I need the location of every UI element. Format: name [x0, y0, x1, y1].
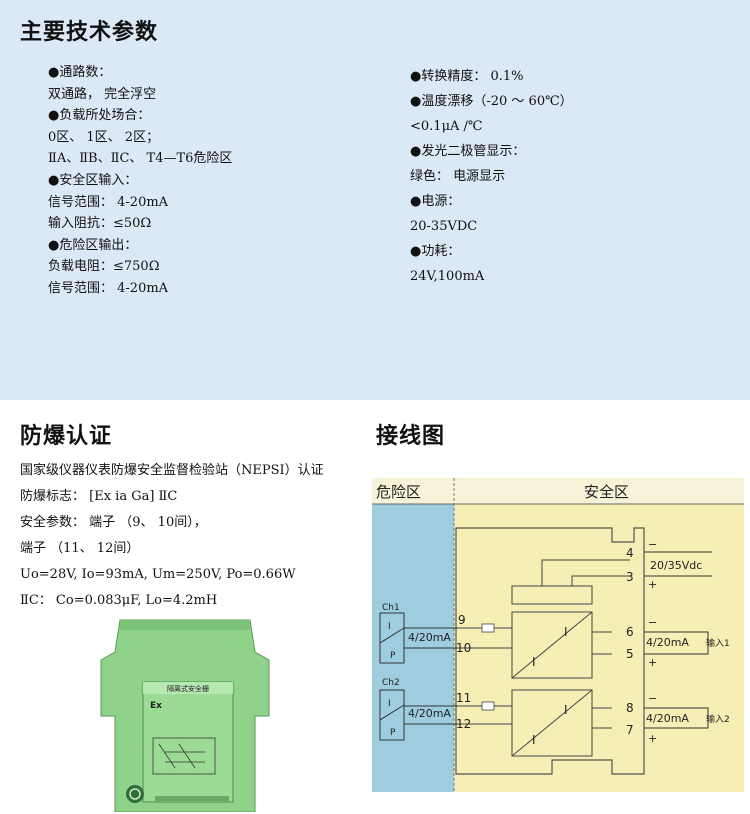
resistor-2 [481, 701, 495, 711]
spec-line: 20-35VDC [410, 219, 478, 234]
spec-line: ●功耗： [410, 244, 461, 259]
spec-line: ●温度漂移（-20 ～ 60℃） [410, 94, 573, 109]
hazard-zone-label: 危险区 [376, 483, 421, 501]
specs-section [0, 0, 750, 400]
spec-line: ●转换精度： 0.1% [410, 69, 524, 84]
input-2-plus: + [648, 732, 657, 745]
power-plus: + [648, 578, 657, 591]
terminal-6: 6 [626, 625, 634, 639]
specs-left-column: ●通路数： 双通路， 完全浮空 ●负载所处场合： 0区、 1区、 2区； ⅡA、… [48, 62, 232, 300]
block-1-i: I [564, 625, 568, 639]
input-1-plus: + [648, 656, 657, 669]
hazard-signal-2: 4/20mA [408, 707, 451, 720]
isolation-slash-1 [511, 611, 593, 679]
field-device-2-p: P [390, 728, 396, 738]
spec-line: ⅡA、ⅡB、ⅡC、 T4—T6危险区 [48, 151, 233, 167]
cert-line: Uo=28V, Io=93mA, Um=250V, Po=0.66W [20, 567, 296, 582]
hazard-signal-1: 4/20mA [408, 631, 451, 644]
spec-line: ●电源： [410, 194, 461, 209]
spec-line: 负载电阻：≤750Ω [48, 259, 160, 275]
field-device-1 [379, 612, 405, 664]
input-2-signal: 4/20mA [646, 712, 689, 725]
safe-zone-label: 安全区 [584, 483, 629, 501]
power-wires [541, 559, 630, 586]
terminal-7: 7 [626, 723, 634, 737]
input-1-wires [644, 631, 709, 655]
terminal-10: 10 [456, 641, 471, 655]
cert-line: 国家级仪器仪表防爆安全监督检验站（NEPSI）认证 [20, 463, 324, 478]
channel-1-label: Ch1 [382, 603, 400, 613]
input-1-signal: 4/20mA [646, 636, 689, 649]
spec-line: ●安全区输入： [48, 172, 138, 188]
terminal-11: 11 [456, 691, 471, 705]
terminal-9: 9 [458, 613, 466, 627]
zone-header-bg [372, 478, 744, 504]
module-top-edge [120, 620, 250, 630]
certification-title: 防爆认证 [20, 424, 113, 449]
field-device-1-slash [379, 627, 405, 644]
power-supply-block [511, 585, 593, 605]
terminal-8: 8 [626, 701, 634, 715]
cert-line: 防爆标志： [Ex ia Ga] ⅡC [20, 489, 178, 504]
product-image: 隔离式安全栅 Ex [100, 619, 270, 812]
spec-line: ●负载所处场合： [48, 108, 151, 124]
specs-right-column: ●转换精度： 0.1% ●温度漂移（-20 ～ 60℃） <0.1μA /℃ ●… [410, 64, 573, 289]
power-minus: − [648, 538, 657, 551]
block-2-i2: I [532, 733, 536, 747]
wiring-title: 接线图 [376, 424, 446, 449]
hazard-wires-2 [404, 705, 458, 725]
isolation-block-2 [511, 689, 593, 757]
input-2-minus: − [648, 692, 657, 705]
terminal-3: 3 [626, 570, 634, 584]
field-device-1-i: I [388, 622, 391, 632]
barrier-outline [455, 527, 645, 775]
spec-line: 信号范围： 4-20mA [48, 194, 169, 210]
spec-line: ●危险区输出： [48, 237, 138, 253]
block-2-i: I [564, 703, 568, 717]
terminal-4: 4 [626, 546, 634, 560]
input-2-wires [644, 707, 709, 729]
certification-logo-ring [129, 788, 141, 800]
module-diagram [152, 737, 216, 775]
spec-line: ●通路数： [48, 65, 112, 80]
cert-line: ⅡC： Co=0.083μF, Lo=4.2mH [20, 593, 218, 608]
resistor-1 [481, 623, 495, 633]
module-footer-strip [155, 796, 229, 801]
spec-line: 24V,100mA [410, 269, 485, 284]
power-field-wires [644, 551, 712, 577]
input-2-label: 输入2 [706, 713, 730, 725]
certification-details: 国家级仪器仪表防爆安全监督检验站（NEPSI）认证 防爆标志： [Ex ia G… [20, 458, 324, 614]
field-device-2-i: I [388, 699, 391, 709]
module-label-header [143, 682, 233, 694]
terminal-5: 5 [626, 647, 634, 661]
spec-line: 双通路， 完全浮空 [48, 86, 157, 102]
module-diagram-lines [158, 743, 205, 769]
field-device-2-slash [379, 704, 405, 721]
hazard-wires-1 [404, 627, 458, 649]
spec-line: <0.1μA /℃ [410, 119, 483, 134]
block-1-i2: I [532, 655, 536, 669]
certification-logo-icon [126, 785, 144, 803]
wiring-diagram: 危险区 安全区 I I I I 4 3 6 5 8 7 9 10 11 12 C… [372, 478, 744, 792]
power-label: 20/35Vdc [650, 559, 702, 572]
spec-line: 输入阻抗：≤50Ω [48, 216, 152, 232]
specs-title: 主要技术参数 [20, 20, 159, 45]
module-label-text: 隔离式安全栅 [167, 684, 209, 693]
spec-line: 绿色： 电源显示 [410, 169, 506, 184]
spec-line: 信号范围： 4-20mA [48, 280, 169, 296]
field-device-1-p: P [390, 651, 396, 661]
module-label-panel [142, 681, 234, 803]
spec-line: 0区、 1区、 2区； [48, 129, 160, 145]
terminal-12: 12 [456, 717, 471, 731]
cert-line: 端子 （11、 12间） [20, 541, 140, 556]
isolation-block-1 [511, 611, 593, 679]
cert-line: 安全参数： 端子 （9、 10间）， [20, 515, 207, 530]
module-ex-mark: Ex [150, 701, 162, 711]
spec-line: ●发光二极管显示： [410, 144, 526, 159]
input-1-label: 输入1 [706, 637, 730, 649]
input-1-minus: − [648, 616, 657, 629]
channel-2-label: Ch2 [382, 678, 400, 688]
isolation-slash-2 [511, 689, 593, 757]
field-device-2 [379, 689, 405, 741]
